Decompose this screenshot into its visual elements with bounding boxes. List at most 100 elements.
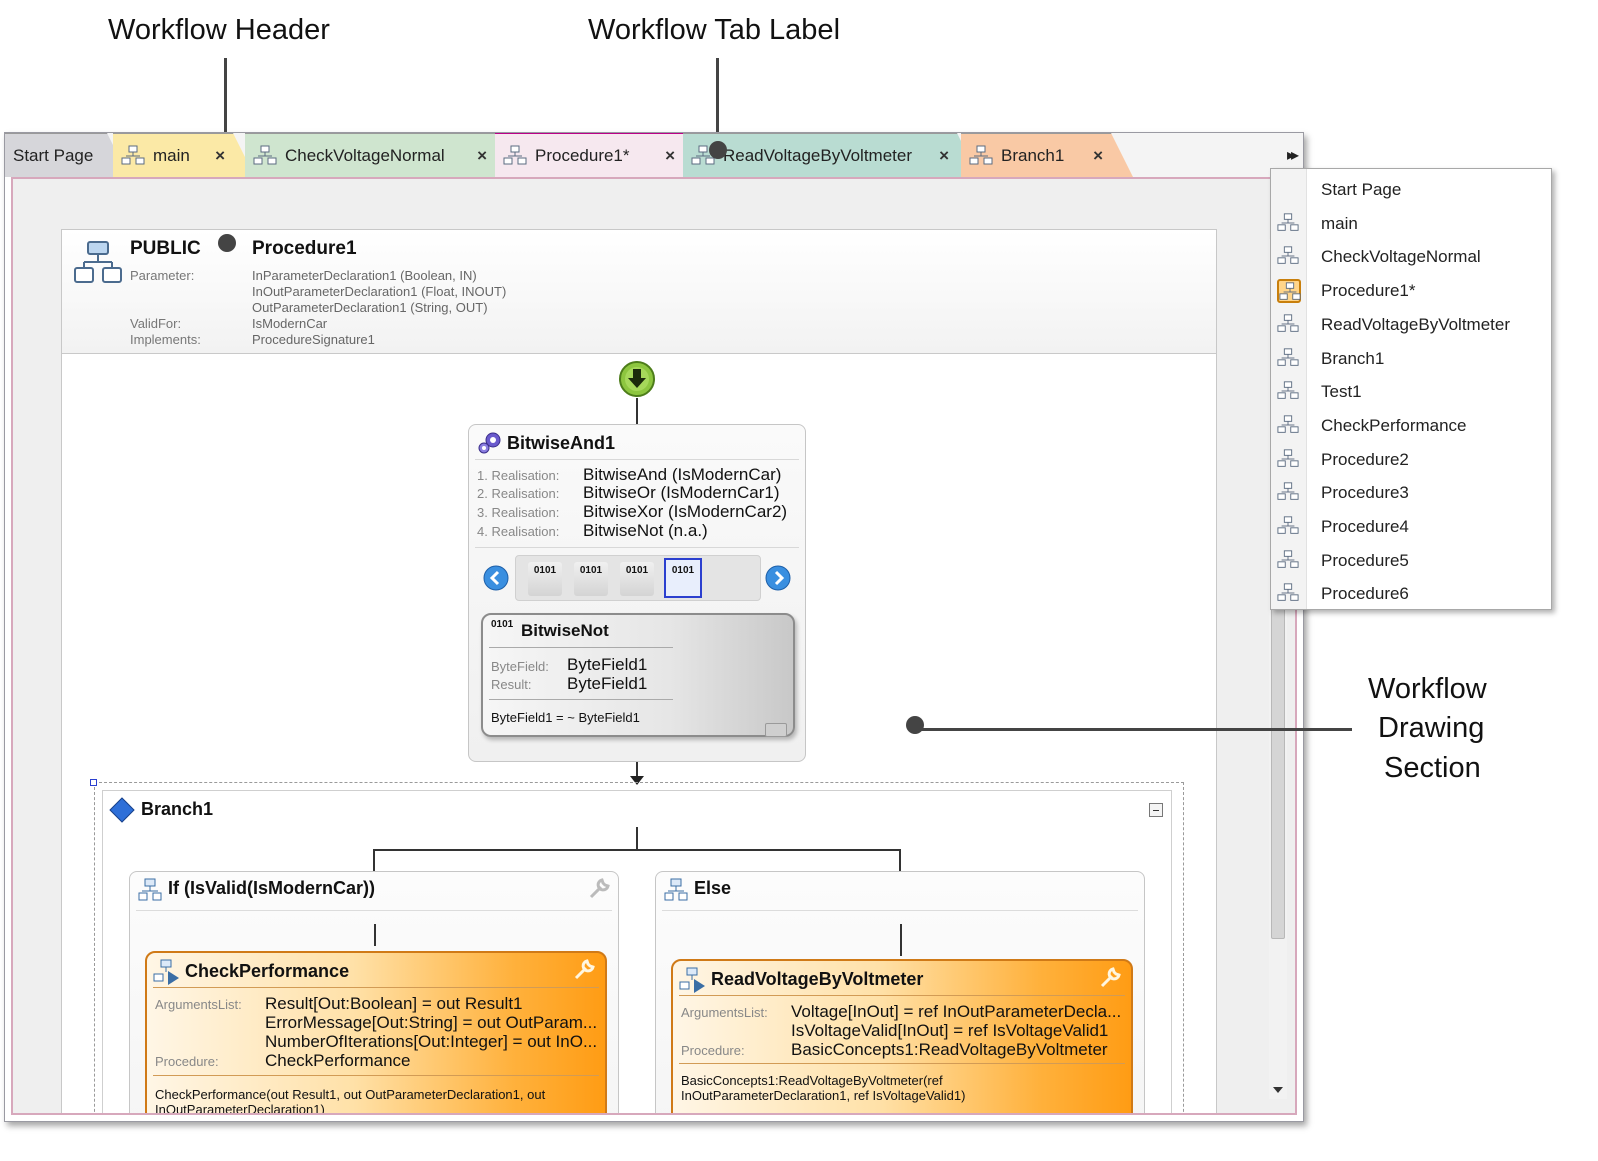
tab-branch1[interactable]: Branch1 ×	[961, 133, 1133, 177]
branch-node[interactable]: Branch1 If (IsValid(IsModernCar))	[102, 790, 1172, 1113]
tab-label: Procedure1*	[535, 145, 630, 165]
expression: ByteField1 = ~ ByteField1	[491, 710, 640, 725]
dropdown-item[interactable]: Procedure1*	[1271, 274, 1551, 307]
divider	[489, 647, 673, 648]
close-icon[interactable]: ×	[215, 145, 225, 165]
connector	[373, 849, 375, 871]
divider	[136, 910, 612, 911]
close-icon[interactable]: ×	[665, 145, 675, 165]
dropdown-item[interactable]: main	[1271, 207, 1551, 240]
realisation-chip-selected[interactable]: 0101	[664, 558, 702, 598]
realisation-value: BitwiseXor (IsModernCar2)	[583, 502, 788, 521]
workflow-icon	[1277, 212, 1301, 236]
dropdown-item[interactable]: Procedure4	[1271, 510, 1551, 543]
close-icon[interactable]: ×	[477, 145, 487, 165]
check-performance-node[interactable]: CheckPerformance ArgumentsList: Result[O…	[145, 951, 607, 1113]
dropdown-item[interactable]: CheckVoltageNormal	[1271, 240, 1551, 273]
dropdown-item[interactable]: Procedure2	[1271, 443, 1551, 476]
branch-selection-border	[94, 782, 1184, 1113]
tab-read-voltage[interactable]: ReadVoltageByVoltmeter ×	[683, 133, 979, 177]
dropdown-item-label: Procedure6	[1321, 584, 1409, 604]
workflow-icon	[74, 241, 122, 283]
dropdown-item[interactable]: Procedure3	[1271, 476, 1551, 509]
realisation-label: 3. Realisation:	[477, 505, 560, 520]
validfor-value: IsModernCar	[252, 316, 328, 331]
procedure-value: CheckPerformance	[265, 1051, 411, 1070]
binary-icon: 0101	[533, 565, 557, 576]
workflow-icon	[1277, 448, 1301, 472]
wrench-icon[interactable]	[588, 876, 612, 900]
collapse-icon[interactable]	[1149, 803, 1163, 817]
next-arrow-icon[interactable]	[765, 565, 791, 591]
realisation-value: BitwiseNot (n.a.)	[583, 521, 708, 540]
binary-icon: 0101	[491, 619, 514, 630]
parameter-3: OutParameterDeclaration1 (String, OUT)	[252, 300, 488, 315]
branch-icon	[138, 878, 162, 901]
divider	[679, 1063, 1125, 1064]
divider	[153, 1075, 599, 1076]
parameter-1: InParameterDeclaration1 (Boolean, IN)	[252, 268, 477, 283]
argument: IsVoltageValid[InOut] = ref IsVoltageVal…	[791, 1021, 1109, 1040]
divider	[475, 547, 799, 548]
tab-check-voltage-normal[interactable]: CheckVoltageNormal ×	[245, 133, 517, 177]
connector	[636, 398, 638, 424]
implements-label: Implements:	[130, 332, 201, 347]
tab-main[interactable]: main ×	[113, 133, 255, 177]
implements-value: ProcedureSignature1	[252, 332, 375, 347]
tab-overflow-button[interactable]: ▸▸	[1286, 147, 1299, 164]
dropdown-item[interactable]: Start Page	[1271, 173, 1551, 206]
callout-line-drawing	[916, 728, 1352, 731]
dropdown-item[interactable]: Procedure6	[1271, 577, 1551, 610]
call-expression: CheckPerformance(out Result1, out OutPar…	[155, 1087, 546, 1102]
collapse-icon[interactable]	[765, 723, 787, 737]
wrench-icon[interactable]	[1099, 965, 1123, 989]
workflow-icon	[691, 145, 715, 167]
realisation-chip[interactable]: 0101	[528, 562, 562, 596]
realisation-value: BitwiseOr (IsModernCar1)	[583, 483, 780, 502]
tab-label: CheckVoltageNormal	[285, 145, 445, 165]
branch-handle[interactable]	[90, 779, 97, 786]
dropdown-item[interactable]: Test1	[1271, 375, 1551, 408]
close-icon[interactable]: ×	[1093, 145, 1103, 165]
bitwise-not-node[interactable]: 0101 BitwiseNot ByteField: ByteField1 Re…	[481, 613, 795, 737]
callout-drawing-2: Drawing	[1378, 712, 1485, 744]
tab-procedure1[interactable]: Procedure1* ×	[495, 133, 705, 177]
previous-arrow-icon[interactable]	[483, 565, 509, 591]
start-node-icon[interactable]	[618, 360, 656, 398]
dropdown-item[interactable]: ReadVoltageByVoltmeter	[1271, 308, 1551, 341]
tab-start-page[interactable]: Start Page	[5, 133, 129, 177]
binary-icon: 0101	[625, 565, 649, 576]
realisation-label: 1. Realisation:	[477, 468, 560, 483]
connector	[636, 827, 638, 849]
realisation-chip[interactable]: 0101	[574, 562, 608, 596]
node-title: BitwiseNot	[521, 621, 609, 640]
scroll-down-icon[interactable]	[1273, 1087, 1283, 1093]
callout-dot-header	[218, 234, 236, 252]
argument: NumberOfIterations[Out:Integer] = out In…	[265, 1032, 598, 1051]
dropdown-item-label: Test1	[1321, 382, 1362, 402]
realisation-chip[interactable]: 0101	[620, 562, 654, 596]
dropdown-item[interactable]: Procedure5	[1271, 544, 1551, 577]
workflow-icon	[1277, 347, 1301, 371]
close-icon[interactable]: ×	[939, 145, 949, 165]
parameter-2: InOutParameterDeclaration1 (Float, INOUT…	[252, 284, 507, 299]
call-expression: InOutParameterDeclaration1, ref IsVoltag…	[681, 1088, 966, 1103]
dropdown-item[interactable]: Branch1	[1271, 342, 1551, 375]
connector	[636, 762, 638, 784]
workflow-icon	[503, 145, 527, 167]
tab-label: main	[153, 145, 190, 165]
binary-icon: 0101	[671, 565, 695, 576]
branch-title: Branch1	[141, 799, 214, 819]
wrench-icon[interactable]	[573, 957, 597, 981]
dropdown-item-label: Start Page	[1321, 180, 1402, 199]
read-voltage-node[interactable]: ReadVoltageByVoltmeter ArgumentsList: Vo…	[671, 959, 1133, 1113]
tab-bar: Start Page main × CheckVoltageNormal × P…	[5, 133, 1303, 177]
workflow-icon	[1277, 582, 1301, 606]
workflow-drawing-section: PUBLIC Procedure1 Parameter: InParameter…	[11, 177, 1297, 1115]
dropdown-item[interactable]: CheckPerformance	[1271, 409, 1551, 442]
bitwise-and-node[interactable]: BitwiseAnd1 1. Realisation: BitwiseAnd (…	[468, 424, 806, 762]
realisation-carousel: 0101 0101 0101 0101	[515, 555, 761, 601]
visibility-label: PUBLIC	[130, 238, 201, 259]
workflow-icon	[1277, 380, 1301, 404]
